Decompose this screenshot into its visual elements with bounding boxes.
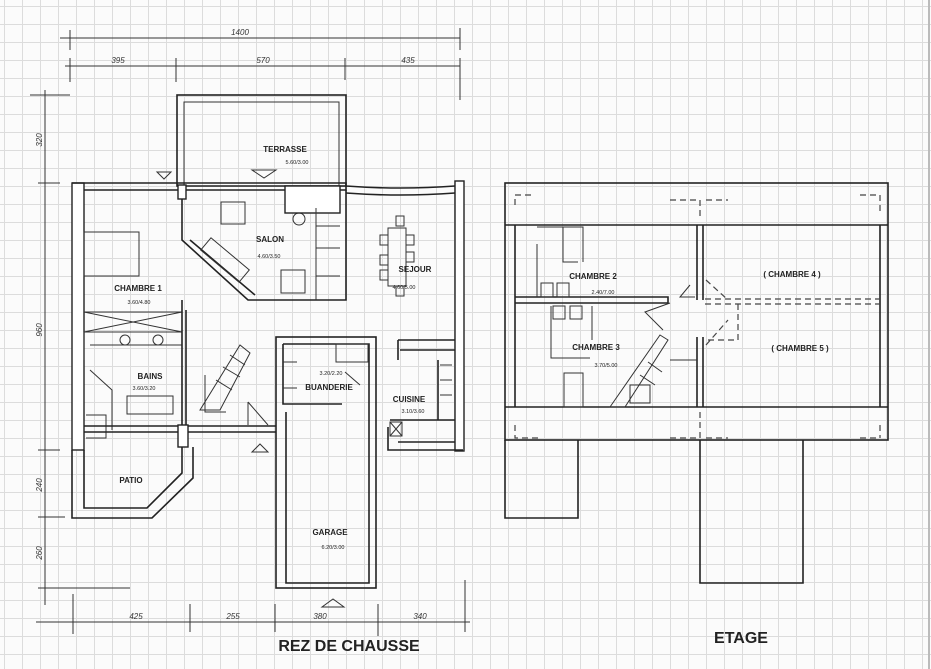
- room-garage: GARAGE: [312, 528, 348, 537]
- room-terrasse: TERRASSE: [263, 145, 307, 154]
- room-chambre-5: ( CHAMBRE 5 ): [771, 344, 829, 353]
- staircase-ground: [199, 344, 251, 413]
- room-buanderie: BUANDERIE: [305, 383, 353, 392]
- room-chambre-2: CHAMBRE 2: [569, 272, 617, 281]
- room-garage-size: 6.20/3.00: [322, 545, 345, 551]
- left-dimensions: 320 960 240 260: [30, 90, 130, 605]
- dim-bottom-4: 340: [413, 612, 427, 621]
- room-chambre-1: CHAMBRE 1: [114, 284, 162, 293]
- room-chambre-4: ( CHAMBRE 4 ): [763, 270, 821, 279]
- upper-floor-title: ETAGE: [714, 630, 768, 647]
- room-patio: PATIO: [119, 476, 142, 485]
- upper-floor-labels: CHAMBRE 2 2.40/7.00 CHAMBRE 3 3.70/5.00 …: [569, 270, 829, 647]
- room-chambre-3-size: 3.70/5.00: [595, 363, 618, 369]
- dim-left-4: 260: [35, 546, 44, 561]
- dim-bottom-1: 425: [129, 612, 143, 621]
- dim-total: 1400: [231, 28, 249, 37]
- dim-left-2: 960: [35, 323, 44, 337]
- room-chambre-3: CHAMBRE 3: [572, 343, 620, 352]
- room-chambre-1-size: 3.60/4.80: [128, 300, 151, 306]
- room-bains-size: 3.60/3.20: [133, 386, 156, 392]
- room-salon-size: 4.60/3.50: [258, 254, 281, 260]
- ground-floor-title: REZ DE CHAUSSE: [278, 638, 420, 655]
- upper-floor-walls: [504, 182, 889, 584]
- room-terrasse-size: 5.60/3.00: [286, 160, 309, 166]
- room-bains: BAINS: [138, 372, 164, 381]
- dim-top-2: 570: [256, 56, 270, 65]
- room-sejour-size: 4.60/5.00: [393, 285, 416, 291]
- room-cuisine-size: 3.10/3.60: [402, 409, 425, 415]
- dim-left-1: 320: [35, 133, 44, 147]
- top-dimensions: 1400 395 570 435: [60, 28, 461, 100]
- dim-top-1: 395: [111, 56, 125, 65]
- room-sejour: SEJOUR: [399, 265, 432, 274]
- room-buanderie-size: 3.20/2.20: [320, 371, 343, 377]
- room-salon: SALON: [256, 235, 284, 244]
- ground-floor-labels: TERRASSE 5.60/3.00 SALON 4.60/3.50 CHAMB…: [114, 145, 431, 655]
- dim-left-3: 240: [35, 478, 44, 493]
- staircase-upper: [609, 334, 697, 408]
- dim-bottom-3: 380: [313, 612, 327, 621]
- room-cuisine: CUISINE: [393, 395, 426, 404]
- ground-floor-walls: [71, 94, 465, 608]
- room-chambre-2-size: 2.40/7.00: [592, 290, 615, 296]
- dim-bottom-2: 255: [225, 612, 240, 621]
- bottom-dimensions: 425 255 380 340: [36, 580, 470, 636]
- dim-top-3: 435: [401, 56, 415, 65]
